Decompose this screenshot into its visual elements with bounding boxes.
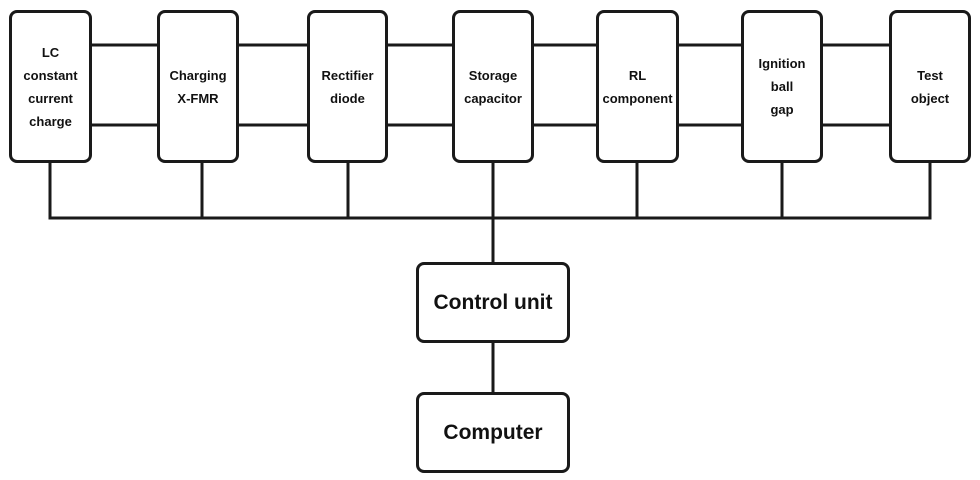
block-label-line: LC — [41, 44, 60, 60]
block-label-line: Test — [917, 67, 943, 83]
block-label-line: constant — [23, 67, 78, 83]
block-lc-constant-current-charge: LC constant current charge — [9, 10, 92, 163]
block-label-line: gap — [770, 102, 794, 117]
computer-label: Computer — [443, 420, 543, 444]
block-label-line: RL — [628, 67, 647, 83]
block-label-line: charge — [29, 113, 72, 129]
block-rl-component: RL component — [596, 10, 679, 163]
block-label-line: X-FMR — [177, 90, 219, 106]
block-test-object: Test object — [889, 10, 971, 163]
block-ignition-ball-gap: Ignition ball gap — [741, 10, 823, 163]
block-label-line: capacitor — [464, 90, 522, 106]
block-storage-capacitor: Storage capacitor — [452, 10, 534, 163]
block-label-line: component — [602, 90, 673, 106]
block-label-line: Ignition — [758, 56, 806, 71]
block-label-line: diode — [330, 90, 365, 106]
block-label-line: ball — [770, 79, 794, 94]
block-control-unit: Control unit — [416, 262, 570, 343]
block-label-line: Charging — [169, 67, 227, 83]
block-rectifier-diode: Rectifier diode — [307, 10, 388, 163]
block-label-line: Storage — [468, 67, 518, 83]
block-computer: Computer — [416, 392, 570, 473]
block-label-line: Rectifier — [321, 67, 374, 83]
block-label-line: current — [28, 90, 73, 106]
block-label-line: object — [910, 90, 950, 106]
block-charging-xfmr: Charging X-FMR — [157, 10, 239, 163]
control-unit-label: Control unit — [433, 290, 553, 314]
